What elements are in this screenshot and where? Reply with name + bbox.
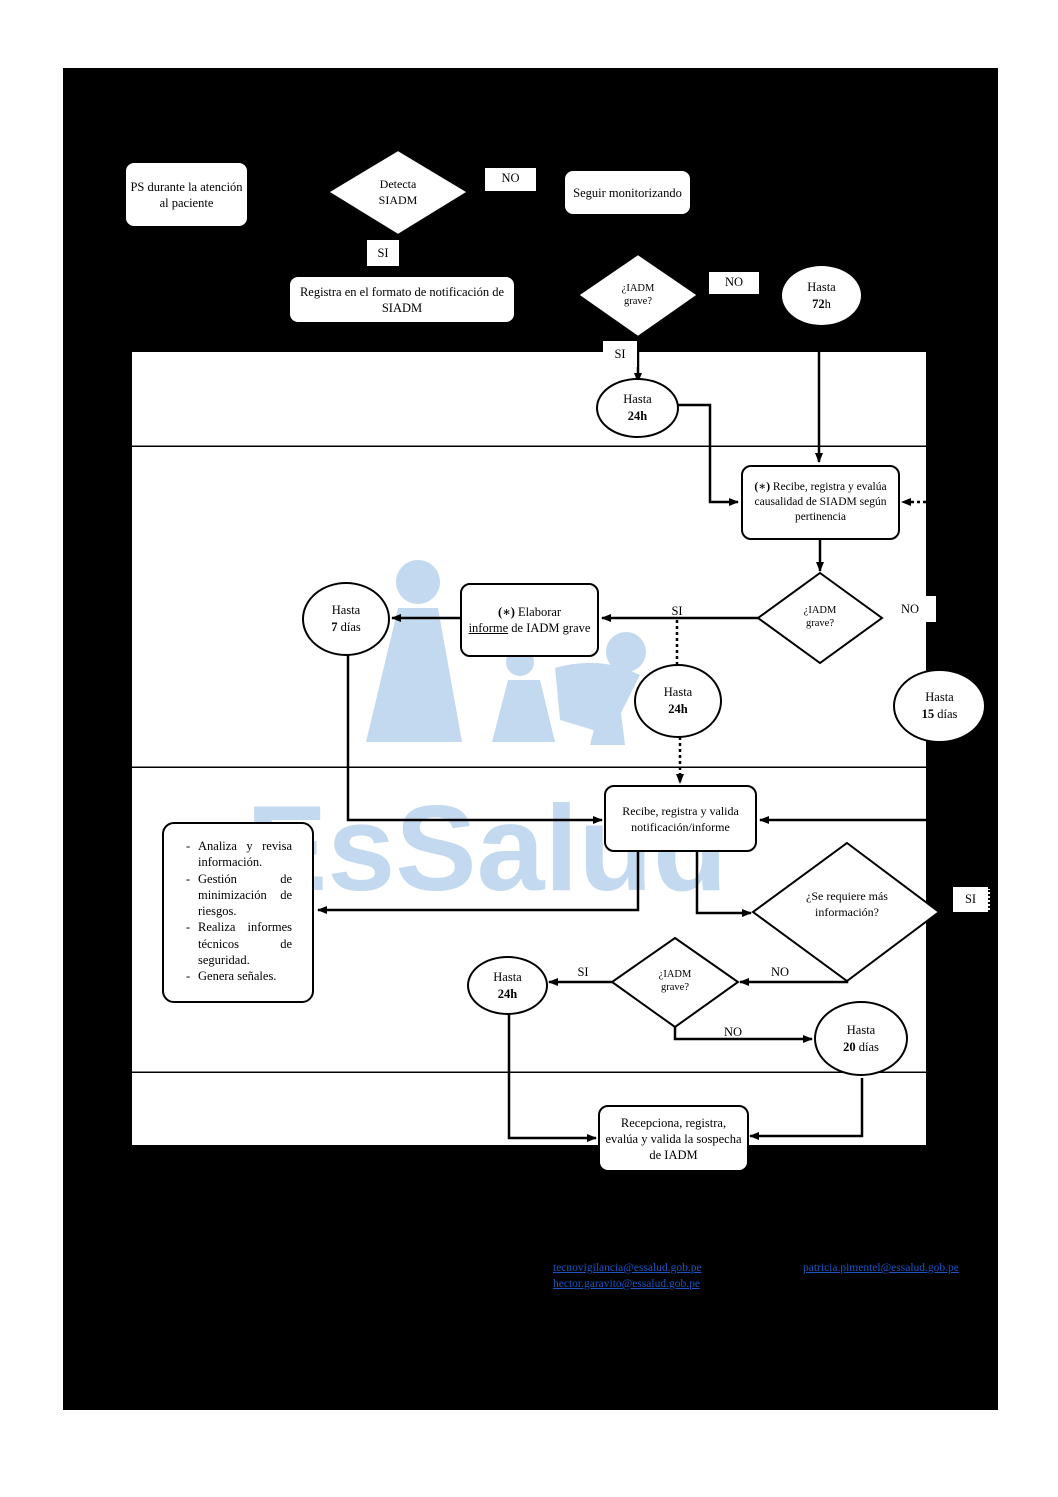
hasta-24h-circle-3: Hasta 24h [467,956,548,1015]
analiza-item: Gestión de minimización de riesgos. [178,871,292,920]
hasta-24h-circle-1: Hasta 24h [596,378,679,438]
lane-4 [132,1073,926,1145]
no-label-iadm-3: NO [723,1025,743,1039]
hasta-label: Hasta [663,685,693,699]
asterisk-mark: (∗) [754,481,771,493]
hasta-unit: h [824,296,831,311]
hasta-label: Hasta [493,969,522,984]
elaborar-informe-box: (∗) Elaborar informe de IADM grave [460,583,599,657]
hasta-label: Hasta [807,279,836,294]
analiza-item: Realiza informes técnicos de seguridad. [178,919,292,968]
detecta-text: Detecta SIADM [378,177,418,207]
email-link-pimentel[interactable]: patricia.pimentel@essalud.gob.pe [803,1262,959,1274]
hasta-label: Hasta [623,392,652,406]
no-label-iadm-1: NO [709,272,759,294]
hasta-unit: días [855,1039,879,1054]
registra-formato-box: Registra en el formato de notificación d… [288,275,516,324]
recibe-valida-box: Recibe, registra y valida notificación/i… [604,785,757,852]
recibe-evalua-text: Recibe, registra y evalúa causalidad de … [754,481,887,523]
diamond-iadm-2 [756,571,884,665]
seguir-monitorizando-box: Seguir monitorizando [563,169,692,216]
no-label-requiere: NO [770,965,790,979]
iadm-q2-text: ¿IADM grave? [803,605,837,629]
iadm-q3-text: ¿IADM grave? [658,969,692,993]
hasta-value: 72 [812,296,825,311]
no-label-detecta: NO [485,168,536,191]
si-label-iadm-1: SI [603,341,637,367]
hasta-unit: días [337,620,361,634]
no-label-iadm-2: NO [884,596,936,622]
hasta-value: 24h [497,986,518,1001]
diamond-detecta [326,148,470,237]
si-label-iadm-3: SI [577,965,589,979]
hasta-20dias-circle: Hasta 20 días [814,1001,908,1076]
elaborar-text: Elaborar [514,605,562,619]
informe-link-text: informe [468,621,509,635]
iadm-q1-text: ¿IADM grave? [621,283,655,307]
lane-1 [132,352,926,446]
analiza-list-box: Analiza y revisa información. Gestión de… [162,822,314,1003]
hasta-7dias-circle: Hasta 7 días [302,582,390,656]
analiza-item: Genera señales. [178,968,292,985]
hasta-label: Hasta [846,1022,876,1037]
recepciona-box: Recepciona, registra, evalúa y valida la… [598,1105,749,1172]
requiere-text: ¿Se requiere más información? [806,889,888,919]
si-label-iadm-2: SI [671,604,683,618]
hasta-value: 7 [331,620,338,634]
hasta-label: Hasta [925,690,954,704]
hasta-15dias-circle: Hasta 15 días [893,669,986,743]
hasta-unit: días [934,707,958,721]
hasta-label: Hasta [331,603,361,617]
analiza-item: Analiza y revisa información. [178,838,292,871]
ps-atencion-box: PS durante la atención al paciente [124,161,249,228]
recibe-registra-evalua-box: (∗) Recibe, registra y evalúa causalidad… [741,465,900,540]
email-link-tecnovigilancia[interactable]: tecnovigilancia@essalud.gob.pe [553,1262,702,1274]
hasta-24h-circle-2: Hasta 24h [634,664,722,738]
hasta-value: 15 [921,707,935,721]
email-link-garavito[interactable]: hector.garavito@essalud.gob.pe [553,1278,700,1290]
iadm-grave-text: de IADM grave [508,621,591,635]
si-label-requiere: SI [953,887,990,912]
si-label-detecta: SI [367,240,399,266]
asterisk-mark: (∗) [497,605,515,619]
hasta-72h-circle: Hasta 72h [780,264,863,327]
hasta-value: 24h [627,409,648,423]
hasta-value: 20 [843,1039,856,1054]
hasta-value: 24h [668,702,688,716]
